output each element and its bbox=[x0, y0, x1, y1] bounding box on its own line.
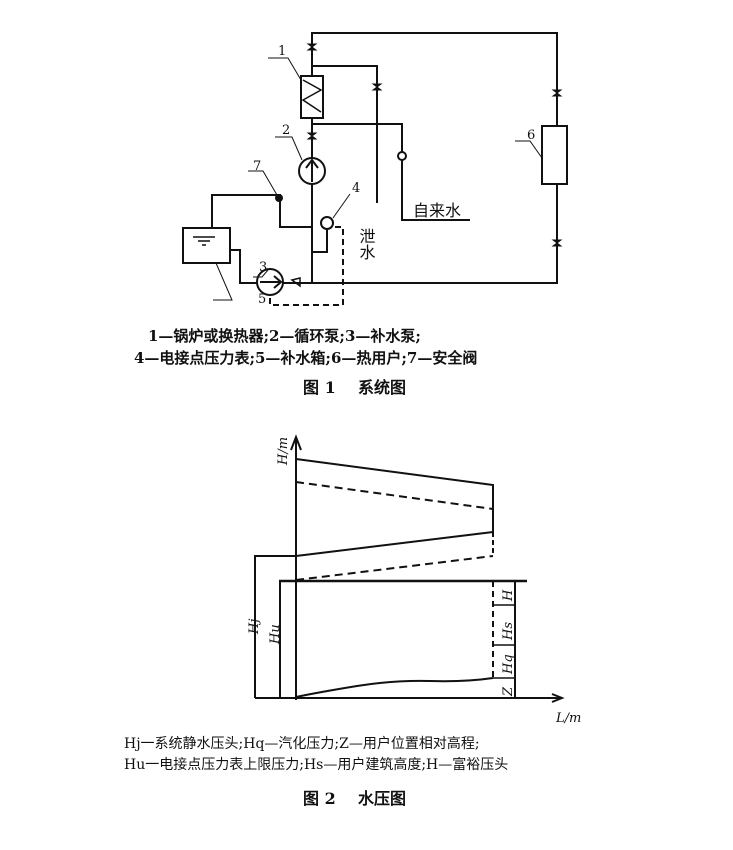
label-hu: Hu bbox=[268, 624, 283, 645]
label-z: Z bbox=[501, 686, 516, 697]
heat-user bbox=[541, 125, 568, 185]
pressure-gauge bbox=[320, 216, 334, 230]
figure1-caption: 图 1 系统图 bbox=[303, 378, 406, 397]
label-hs: Hs bbox=[501, 622, 516, 641]
label-6: 6 bbox=[527, 128, 535, 143]
tap-water-label: 自来水 bbox=[413, 201, 461, 220]
label-7: 7 bbox=[253, 159, 261, 174]
label-3: 3 bbox=[259, 260, 267, 275]
figure1-legend-line1: 1—锅炉或换热器;2—循环泵;3—补水泵; bbox=[148, 327, 421, 345]
makeup-tank bbox=[182, 227, 231, 264]
label-1: 1 bbox=[278, 44, 286, 59]
y-axis-label: H/m bbox=[276, 437, 291, 466]
drain-label: 泄水 bbox=[357, 228, 376, 260]
boiler bbox=[300, 75, 324, 119]
label-5: 5 bbox=[258, 292, 266, 307]
figure2-pressure-diagram: H/m Hj Hu H Hs Hq Z L/m bbox=[247, 434, 581, 726]
figure1-legend-line2: 4—电接点压力表;5—补水箱;6—热用户;7—安全阀 bbox=[134, 349, 478, 367]
figure2-legend-line2: Hu一电接点压力表上限压力;Hs—用户建筑高度;H—富裕压头 bbox=[124, 757, 509, 773]
label-2: 2 bbox=[282, 123, 290, 138]
label-4: 4 bbox=[352, 181, 360, 196]
x-axis-label: L/m bbox=[555, 711, 581, 726]
figure2-legend-line1: Hj一系统静水压头;Hq—汽化压力;Z—用户位置相对高程; bbox=[124, 736, 480, 752]
label-h: H bbox=[501, 589, 516, 602]
label-hq: Hq bbox=[501, 654, 516, 675]
label-hj: Hj bbox=[247, 619, 262, 635]
figure2-caption: 图 2 水压图 bbox=[303, 789, 406, 808]
